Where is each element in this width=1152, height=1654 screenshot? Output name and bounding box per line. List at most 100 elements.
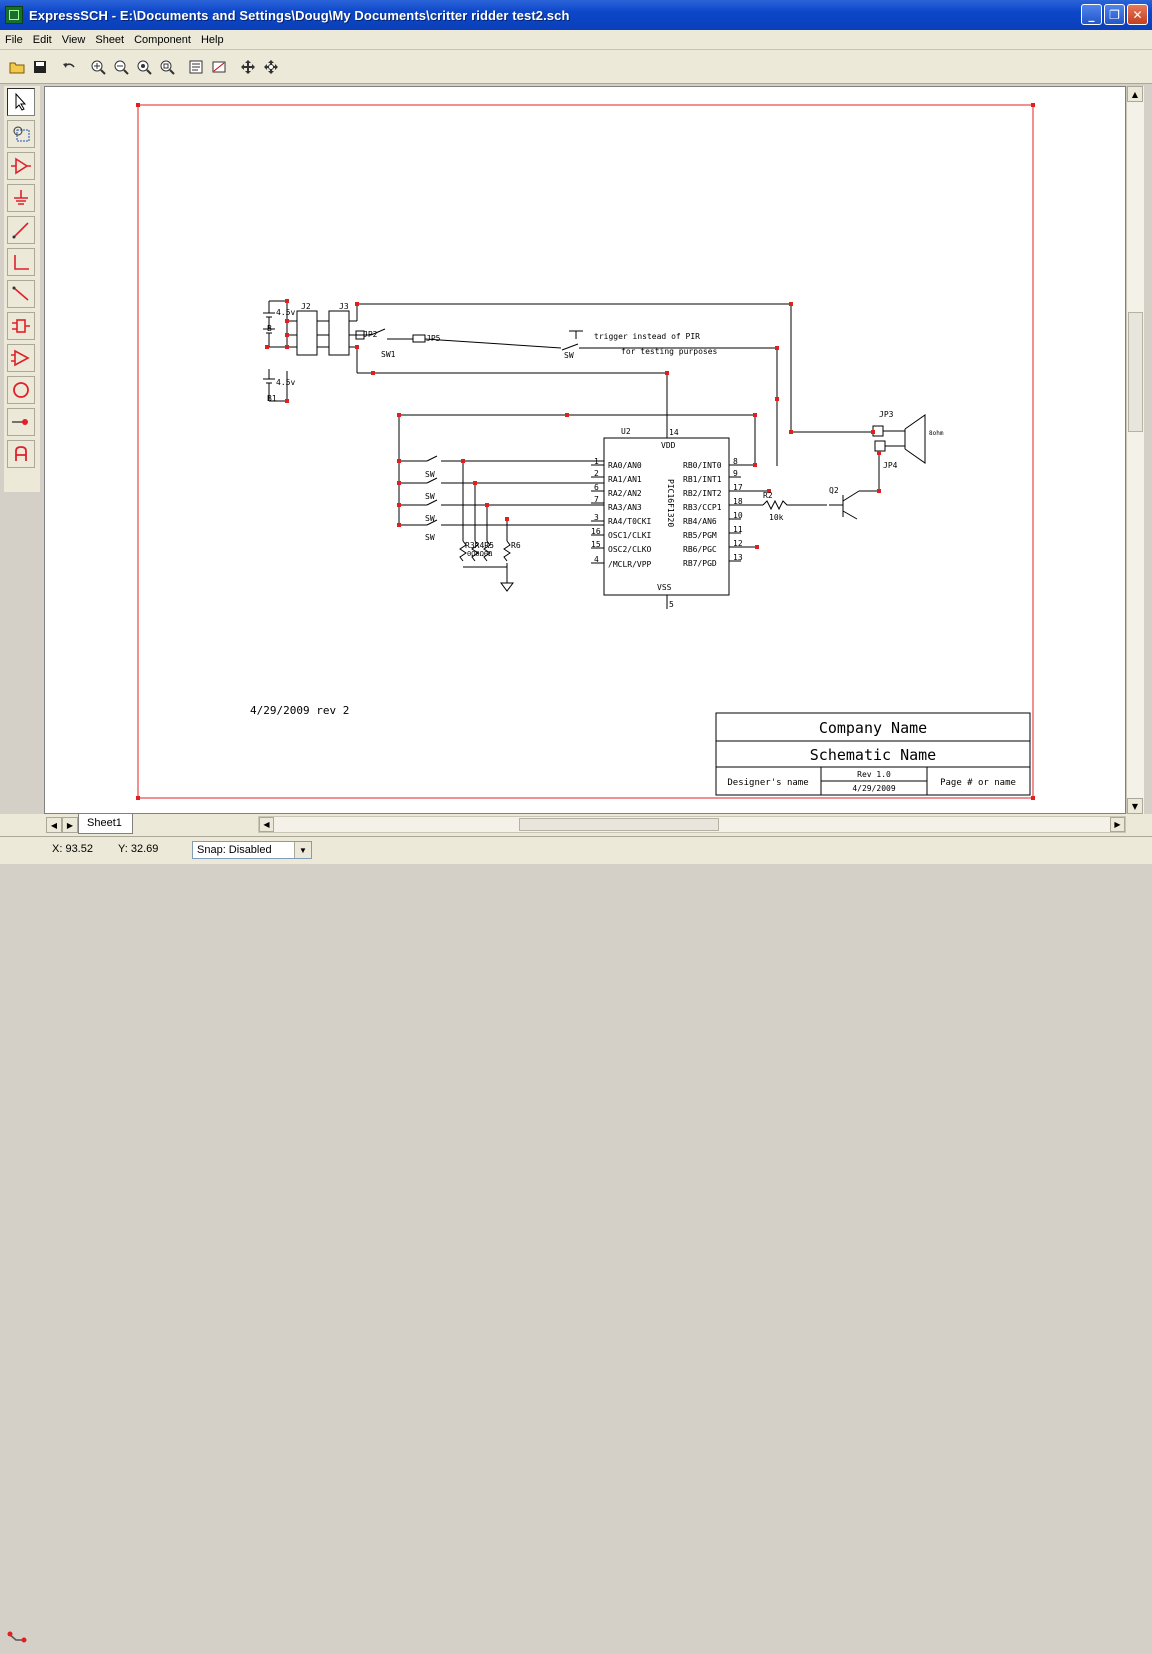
u2-label: U2	[621, 427, 631, 436]
pin-name: RA4/T0CKI	[608, 517, 652, 526]
pointer-arrow-icon	[15, 93, 27, 111]
trigger-note: trigger instead of PIR	[594, 332, 700, 341]
scroll-down-button[interactable]: ▼	[1127, 798, 1143, 814]
pin-num: 18	[733, 497, 743, 506]
auto-pan-button[interactable]	[260, 56, 282, 78]
window-title: ExpressSCH - E:\Documents and Settings\D…	[29, 7, 570, 23]
pan-button[interactable]	[237, 56, 259, 78]
designer-name: Designer's name	[727, 778, 808, 788]
pin-num: 2	[594, 469, 599, 478]
circle-shape-icon	[13, 382, 29, 398]
zoom-area-tool-button[interactable]	[7, 120, 35, 148]
save-button[interactable]	[29, 56, 51, 78]
menu-help[interactable]: Help	[200, 33, 224, 46]
company-name: Company Name	[819, 719, 927, 737]
app-icon[interactable]	[5, 6, 23, 24]
pin-name: RB6/PGC	[683, 545, 717, 554]
pin-name: OSC2/CLKO	[608, 545, 652, 554]
net-tool-button[interactable]	[4, 1628, 32, 1650]
r2-value: 10k	[769, 513, 784, 522]
scroll-up-button[interactable]: ▲	[1127, 86, 1143, 102]
text-tool-button[interactable]	[7, 440, 35, 468]
pin-num: 15	[591, 540, 601, 549]
switch-label: SW	[425, 492, 435, 501]
vertical-scrollbar[interactable]: ▲ ▼	[1126, 86, 1144, 814]
snap-select[interactable]: Snap: Disabled ▼	[192, 841, 312, 859]
pin-name: RB1/INT1	[683, 475, 722, 484]
sheet-prev-button[interactable]: ◀	[46, 817, 62, 833]
tab-sheet1[interactable]: Sheet1	[78, 814, 133, 834]
vertical-scroll-thumb[interactable]	[1128, 312, 1143, 432]
menu-component[interactable]: Component	[134, 33, 191, 46]
pin-num: 17	[733, 483, 743, 492]
jp3-label: JP3	[879, 410, 894, 419]
sheet-next-button[interactable]: ▶	[62, 817, 78, 833]
component-edit-button[interactable]	[208, 56, 230, 78]
chevron-down-icon[interactable]: ▼	[294, 842, 311, 858]
minimize-button[interactable]: _	[1081, 4, 1102, 25]
schematic-canvas[interactable]: 4.5v 4.5v B B1 J2 J3 JP2 JP5 SW1 SW trig…	[44, 86, 1126, 814]
schematic-drawing[interactable]: 4.5v 4.5v B B1 J2 J3 JP2 JP5 SW1 SW trig…	[45, 87, 1126, 814]
menu-edit[interactable]: Edit	[32, 33, 52, 46]
toolbar	[0, 50, 1152, 84]
revision: Rev 1.0	[857, 770, 891, 779]
open-button[interactable]	[6, 56, 28, 78]
select-tool-button[interactable]	[7, 88, 35, 116]
menu-sheet[interactable]: Sheet	[95, 33, 125, 46]
close-button[interactable]: ✕	[1127, 4, 1148, 25]
date-note: 4/29/2009 rev 2	[250, 704, 349, 717]
jp2-label: JP2	[363, 330, 378, 339]
zoom-in-button[interactable]	[87, 56, 109, 78]
chip-name: PIC16F1320	[666, 479, 675, 527]
vdd-label: VDD	[661, 441, 676, 450]
horizontal-scrollbar[interactable]: ◀ ▶	[258, 816, 1126, 833]
bus-tool-button[interactable]	[7, 248, 35, 276]
title-bar[interactable]: ExpressSCH - E:\Documents and Settings\D…	[0, 0, 1152, 30]
page-name: Page # or name	[940, 778, 1016, 788]
scroll-right-button[interactable]: ▶	[1110, 817, 1125, 832]
horizontal-scroll-thumb[interactable]	[519, 818, 719, 831]
arrow-up-icon: ▲	[1131, 89, 1139, 99]
pin-num: 8	[733, 457, 738, 466]
arrow-left-icon: ◀	[263, 820, 270, 829]
connector-tool-button[interactable]	[7, 312, 35, 340]
ground-tool-button[interactable]	[7, 184, 35, 212]
pin-name: /MCLR/VPP	[608, 560, 652, 569]
sw1-label: SW1	[381, 350, 396, 359]
circle-tool-button[interactable]	[7, 376, 35, 404]
junction-tool-button[interactable]	[7, 408, 35, 436]
junction-dot-icon	[12, 419, 28, 425]
pin-num: 7	[594, 495, 599, 504]
pin-name: RA2/AN2	[608, 489, 642, 498]
properties-button[interactable]	[185, 56, 207, 78]
battery-top-label: 4.5v	[276, 308, 295, 317]
arrow-left-icon: ◀	[50, 820, 58, 830]
resistor-values: 0Ω0Ω0Ω	[467, 550, 492, 558]
scroll-left-button[interactable]: ◀	[259, 817, 274, 832]
folder-open-icon	[9, 62, 25, 73]
pin-name: RB5/PGM	[683, 531, 717, 540]
battery-bottom-label: 4.5v	[276, 378, 295, 387]
place-component-tool-button[interactable]	[7, 152, 35, 180]
menu-bar: File Edit View Sheet Component Help	[0, 30, 1152, 50]
diagonal-wire-tool-button[interactable]	[7, 280, 35, 308]
pin5-label: 5	[669, 600, 674, 609]
arrow-down-icon: ▼	[1131, 801, 1139, 811]
jp4-label: JP4	[883, 461, 898, 470]
gate-tool-button[interactable]	[7, 344, 35, 372]
zoom-fit-icon	[137, 60, 152, 75]
zoom-fit-button[interactable]	[133, 56, 155, 78]
r2-label: R2	[763, 491, 773, 500]
maximize-button[interactable]: ❐	[1104, 4, 1125, 25]
pin-name: RA0/AN0	[608, 461, 642, 470]
zoom-page-button[interactable]	[156, 56, 178, 78]
zoom-out-button[interactable]	[110, 56, 132, 78]
zoom-in-icon	[91, 60, 106, 75]
wire-tool-button[interactable]	[7, 216, 35, 244]
pin-num: 3	[594, 513, 599, 522]
undo-button[interactable]	[58, 56, 80, 78]
component-edit-icon	[212, 61, 226, 72]
menu-view[interactable]: View	[61, 33, 86, 46]
pin-num: 10	[733, 511, 743, 520]
menu-file[interactable]: File	[5, 33, 23, 46]
